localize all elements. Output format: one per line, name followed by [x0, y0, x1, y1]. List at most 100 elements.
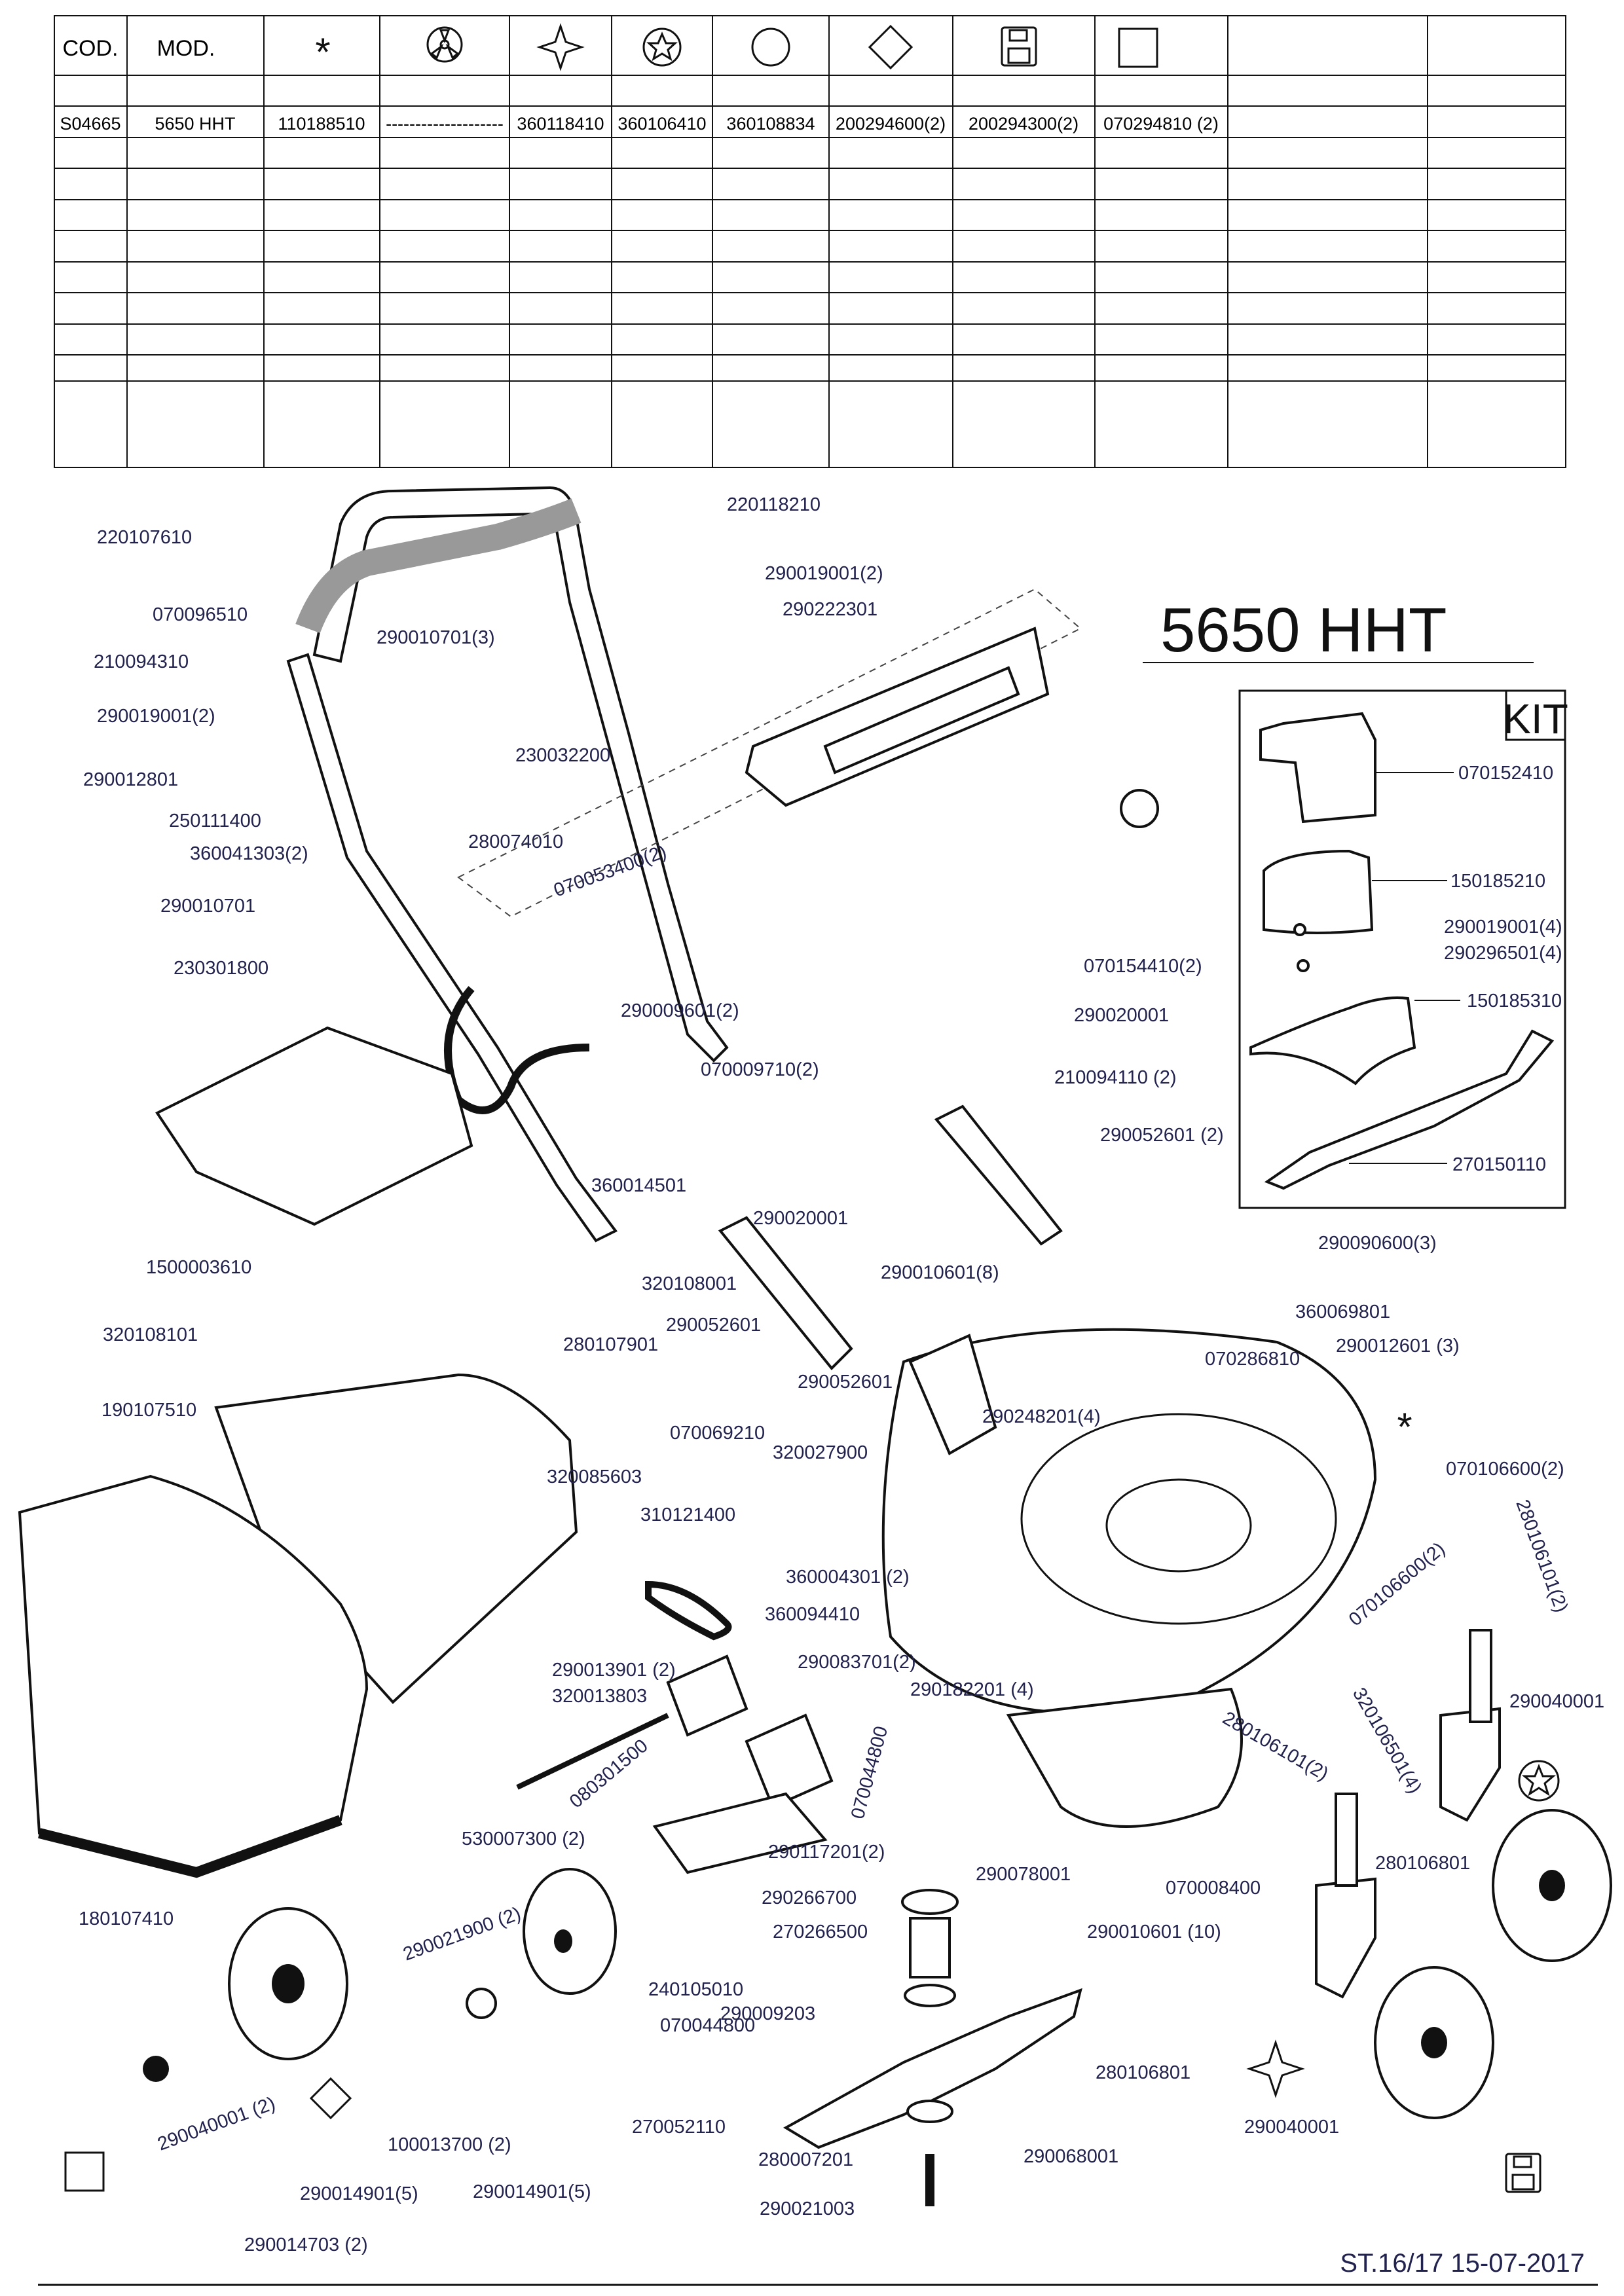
part-number-label: 070096510	[153, 604, 248, 625]
top-cover-window	[823, 666, 1020, 774]
part-number-label: 290040001	[1509, 1691, 1604, 1712]
part-number-label: 290021003	[760, 2198, 855, 2219]
part-number-label: 220118210	[727, 494, 821, 515]
table-row-lines	[54, 75, 1566, 382]
part-number-label: 290009203	[720, 2003, 815, 2024]
part-number-label: 270052110	[632, 2117, 726, 2138]
header-cod: COD.	[63, 36, 119, 61]
part-number-label: 280106801	[1375, 1853, 1470, 1874]
diagram-diamond-icon	[309, 2077, 352, 2120]
part-number-label: 070044800	[660, 2015, 755, 2036]
kit-part-label: 070152410	[1458, 763, 1553, 784]
part-number-label: 290182201 (4)	[910, 1679, 1034, 1700]
part-number-label: 070286810	[1205, 1349, 1300, 1370]
sheet-footer: ST.16/17 15-07-2017	[1340, 2249, 1585, 2278]
part-number-label: 310121400	[640, 1504, 735, 1525]
cell-asterisk: 110188510	[278, 114, 365, 134]
kit-box: KIT	[1238, 689, 1568, 1209]
panel-outline	[457, 588, 1082, 918]
blade	[783, 1988, 1082, 2149]
part-number-label: 290040001 (2)	[155, 2093, 278, 2155]
part-number-label: 240105010	[648, 1979, 743, 2000]
diagram-four-point-star-icon	[1246, 2039, 1305, 2098]
part-number-label: 290010601(8)	[881, 1262, 999, 1283]
front-bracket-left	[1315, 1877, 1376, 1999]
height-lever-right	[934, 1104, 1063, 1246]
circle-icon	[751, 27, 790, 67]
height-lever-left	[718, 1216, 853, 1370]
part-number-label: 290010601 (10)	[1087, 1922, 1221, 1942]
handle-upper	[312, 486, 729, 1063]
part-number-label: 360041303(2)	[190, 843, 308, 864]
drive-belt	[645, 1580, 732, 1641]
cell-cod: S04665	[60, 114, 120, 134]
part-number-label: 100013700 (2)	[388, 2134, 511, 2155]
parts-table: COD. MOD. * S04665 5650 HHT 110188510	[54, 15, 1566, 468]
part-number-label: 1500003610	[146, 1257, 251, 1278]
kit-deflector-1	[1263, 849, 1374, 934]
header-mod: MOD.	[157, 36, 215, 61]
part-number-label: 280007201	[758, 2149, 853, 2170]
part-number-label: 530007300 (2)	[462, 1829, 585, 1850]
part-number-label: 290014703 (2)	[244, 2234, 368, 2255]
kit-part-label: 150185210	[1450, 871, 1545, 892]
part-number-label: 070106600(2)	[1345, 1539, 1449, 1631]
part-number-label: 290020001	[1074, 1005, 1169, 1026]
gearbox	[666, 1654, 748, 1737]
drive-pinion	[466, 1988, 497, 2019]
part-number-label: 290083701(2)	[798, 1652, 916, 1673]
deck-asterisk-icon: *	[1397, 1405, 1412, 1449]
part-number-label: 280107901	[563, 1334, 658, 1355]
part-number-label: 290014901(5)	[300, 2183, 418, 2204]
part-number-label: 220107610	[97, 527, 192, 548]
cell-floppy: 200294300(2)	[969, 114, 1079, 134]
asterisk-icon: *	[315, 30, 330, 74]
part-number-label: 320106501(4)	[1348, 1685, 1426, 1797]
triskelion-icon	[426, 26, 463, 63]
control-cable	[444, 986, 590, 1114]
part-number-label: 290014901(5)	[473, 2181, 591, 2202]
part-number-label: 070154410(2)	[1084, 956, 1202, 977]
part-number-label: 230032200	[515, 745, 610, 766]
part-number-label: 210094110 (2)	[1054, 1067, 1177, 1088]
part-number-label: 290090600(3)	[1318, 1233, 1437, 1254]
part-number-label: 280106101(2)	[1511, 1497, 1572, 1615]
part-number-label: 290266700	[762, 1887, 857, 1908]
kit-mulch-plug	[1259, 712, 1376, 824]
cell-square: 070294810 (2)	[1103, 114, 1219, 134]
part-number-label: 320013803	[552, 1686, 647, 1707]
part-number-label: 190107510	[101, 1400, 196, 1421]
part-number-label: 320108001	[642, 1273, 737, 1294]
rear-flap	[155, 1026, 473, 1226]
part-number-label: 320027900	[773, 1442, 868, 1463]
part-number-label: 360069801	[1295, 1302, 1390, 1322]
part-number-label: 270266500	[773, 1922, 868, 1942]
part-number-label: 070009710(2)	[701, 1059, 819, 1080]
part-number-label: 290052601	[666, 1315, 761, 1336]
kit-part-label: 150185310	[1467, 991, 1562, 1011]
rear-wheel-cap	[143, 2056, 169, 2082]
part-number-label: 290021900 (2)	[400, 1903, 523, 1965]
cell-circle: 360108834	[726, 114, 815, 134]
part-number-label: 290019001(2)	[765, 563, 883, 584]
deck-bracket	[908, 1334, 997, 1455]
part-number-label: 280074010	[468, 831, 563, 852]
part-number-label: 180107410	[79, 1908, 174, 1929]
part-number-label: 290012801	[83, 769, 178, 790]
part-number-label: 070008400	[1166, 1878, 1261, 1899]
floppy-disk-icon	[1001, 26, 1037, 67]
part-number-label: 290052601	[798, 1372, 893, 1393]
part-number-label: 290222301	[783, 599, 877, 620]
part-number-label: 320085603	[547, 1467, 642, 1487]
diagram-star-circle-icon	[1518, 1760, 1560, 1802]
front-pin-right	[1469, 1629, 1492, 1723]
ref-circle-icon	[1120, 789, 1159, 828]
part-number-label: 290010701	[160, 896, 255, 917]
kit-blade	[1264, 1029, 1555, 1190]
catcher-frame	[214, 1373, 578, 1704]
kit-deflector-2	[1249, 996, 1416, 1085]
cell-diamond: 200294600(2)	[836, 114, 946, 134]
part-number-label: 360014501	[591, 1175, 686, 1196]
part-number-label: 290078001	[976, 1864, 1071, 1885]
